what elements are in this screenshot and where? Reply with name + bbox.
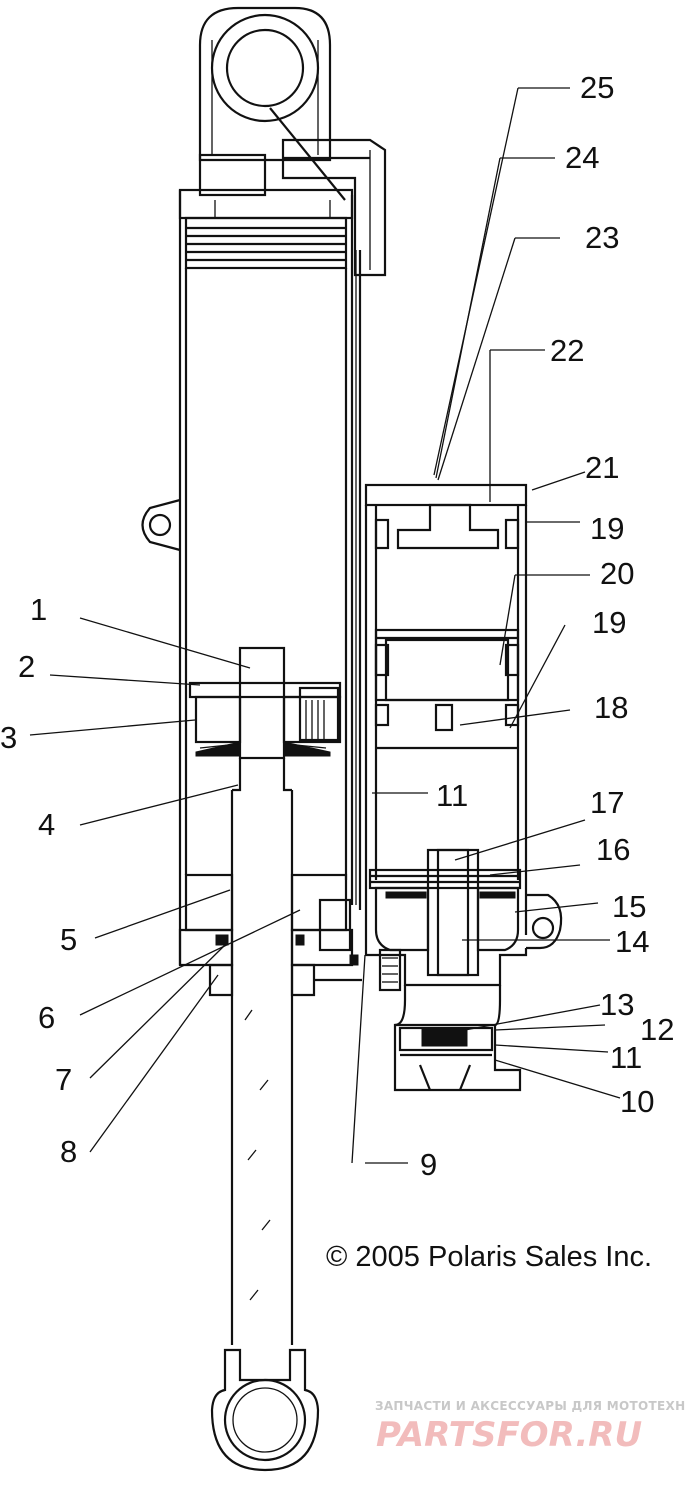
callout-16: 16 xyxy=(596,832,630,867)
leader-lines xyxy=(29,87,621,1164)
callout-19-lower: 19 xyxy=(592,605,626,640)
top-seal-stack xyxy=(184,200,348,270)
callout-20: 20 xyxy=(600,556,634,591)
callout-21: 21 xyxy=(585,450,619,485)
callout-4: 4 xyxy=(38,807,55,842)
callout-18: 18 xyxy=(594,690,628,725)
callout-11-reservoir: 11 xyxy=(436,778,468,813)
callout-13: 13 xyxy=(600,987,634,1022)
bottom-seal-head xyxy=(178,873,362,997)
callout-7: 7 xyxy=(55,1062,72,1097)
callout-12: 12 xyxy=(640,1012,674,1047)
watermark: ЗАПЧАСТИ И АКСЕССУАРЫ ДЛЯ МОТОТЕХНИКИ PA… xyxy=(375,1399,685,1455)
callout-22: 22 xyxy=(550,333,584,368)
callout-6: 6 xyxy=(38,1000,55,1035)
callout-1: 1 xyxy=(30,592,47,627)
reservoir-cylinder xyxy=(364,483,563,1092)
callout-5: 5 xyxy=(60,922,77,957)
bottom-eyelet xyxy=(210,1348,320,1472)
callout-14: 14 xyxy=(615,924,649,959)
piston-shaft xyxy=(230,758,294,1345)
watermark-tagline: ЗАПЧАСТИ И АКСЕССУАРЫ ДЛЯ МОТОТЕХНИКИ xyxy=(375,1399,685,1413)
callout-17: 17 xyxy=(590,785,624,820)
callout-24: 24 xyxy=(565,140,599,175)
callout-11-knob: 11 xyxy=(610,1040,642,1075)
callout-23: 23 xyxy=(585,220,619,255)
callout-8: 8 xyxy=(60,1134,77,1169)
callout-25: 25 xyxy=(580,70,614,105)
callout-15: 15 xyxy=(612,889,646,924)
callout-19-upper: 19 xyxy=(590,511,624,546)
main-body-cylinder xyxy=(141,190,362,965)
callout-labels: 1 2 3 4 5 6 7 8 9 10 11 11 12 13 14 15 1… xyxy=(0,70,674,1182)
top-eyelet xyxy=(198,6,346,201)
watermark-brand: PARTSFOR.RU xyxy=(376,1415,642,1455)
callout-2: 2 xyxy=(18,649,35,684)
main-piston xyxy=(188,646,342,760)
copyright-notice: © 2005 Polaris Sales Inc. xyxy=(326,1241,652,1273)
callout-3: 3 xyxy=(0,720,17,755)
callout-10: 10 xyxy=(620,1084,654,1119)
callout-9: 9 xyxy=(420,1147,437,1182)
